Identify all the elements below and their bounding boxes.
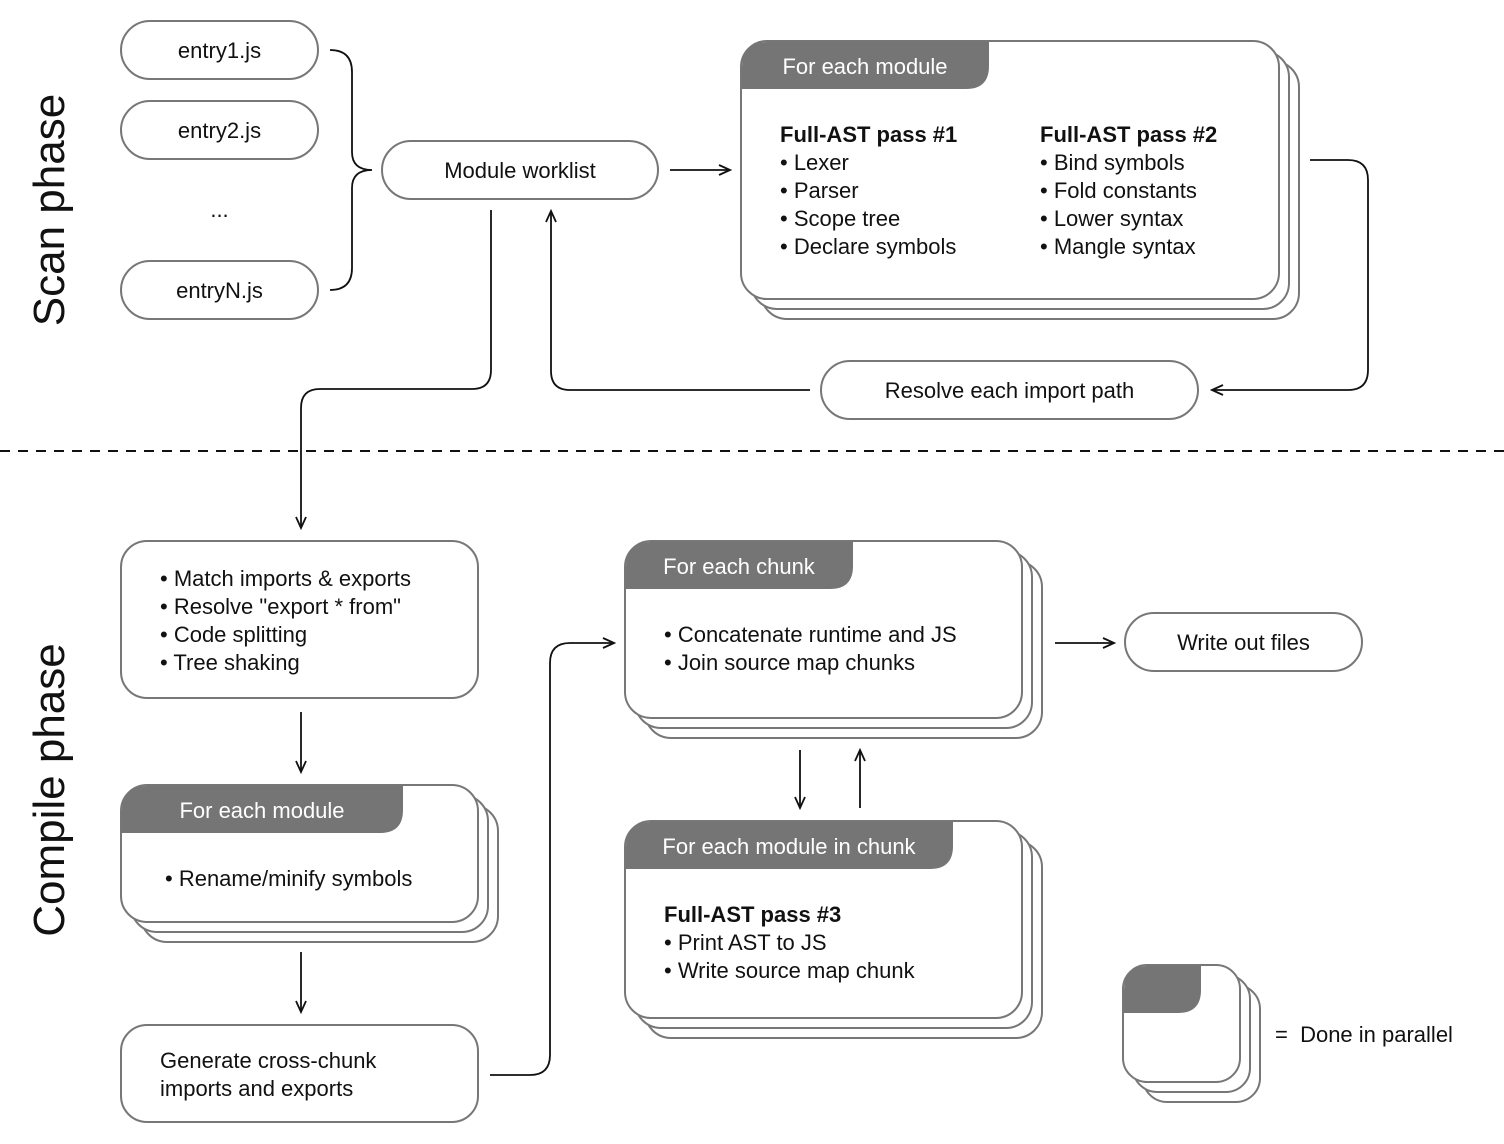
svg-text:Resolve each import path: Resolve each import path [885, 378, 1134, 403]
arrow-module-to-resolve [1212, 159, 1369, 390]
pass2-item: • Lower syntax [1040, 206, 1183, 231]
pass2-item: • Bind symbols [1040, 150, 1185, 175]
pass2-title: Full-AST pass #2 [1040, 122, 1217, 147]
pass1-item: • Scope tree [780, 206, 900, 231]
chunk-module-header: For each module in chunk [662, 834, 916, 859]
arrow-resolve-to-worklist [551, 211, 810, 391]
pass2-item: • Fold constants [1040, 178, 1197, 203]
cross-chunk-box: Generate cross-chunk imports and exports [120, 1024, 479, 1123]
link-item: • Tree shaking [160, 650, 300, 675]
link-step-box: • Match imports & exports • Resolve "exp… [120, 540, 479, 699]
pass1-item: • Declare symbols [780, 234, 956, 259]
pass3-title: Full-AST pass #3 [664, 902, 841, 927]
entry-point-entry1: entry1.js [120, 20, 319, 80]
scan-module-card: For each module Full-AST pass #1 • Lexer… [740, 40, 1300, 320]
link-item: • Code splitting [160, 622, 307, 647]
chunk-card: For each chunk • Concatenate runtime and… [624, 540, 1043, 739]
write-files-node: Write out files [1124, 612, 1363, 672]
module-worklist-node: Module worklist [381, 140, 659, 200]
link-item: • Match imports & exports [160, 566, 411, 591]
chunk-module-card: For each module in chunk Full-AST pass #… [624, 820, 1043, 1039]
parallel-legend: = Done in parallel [1122, 964, 1453, 1103]
svg-text:entry1.js: entry1.js [178, 38, 261, 63]
svg-text:entryN.js: entryN.js [176, 278, 263, 303]
chunk-item: • Concatenate runtime and JS [664, 622, 957, 647]
rename-item: • Rename/minify symbols [165, 866, 412, 891]
svg-text:Write out files: Write out files [1177, 630, 1310, 655]
rename-module-card: For each module • Rename/minify symbols [120, 784, 499, 943]
legend-text: = Done in parallel [1275, 1022, 1453, 1047]
pass2-item: • Mangle syntax [1040, 234, 1196, 259]
scan-phase-label: Scan phase [25, 94, 74, 326]
scan-module-header: For each module [782, 54, 947, 79]
svg-text:entry2.js: entry2.js [178, 118, 261, 143]
rename-module-header: For each module [179, 798, 344, 823]
cross-chunk-line: Generate cross-chunk [160, 1048, 377, 1073]
pass3-item: • Print AST to JS [664, 930, 827, 955]
link-item: • Resolve "export * from" [160, 594, 401, 619]
pass1-title: Full-AST pass #1 [780, 122, 957, 147]
entries-brace [329, 49, 373, 291]
pass1-item: • Lexer [780, 150, 849, 175]
entry-point-entry2: entry2.js [120, 100, 319, 160]
pass1-item: • Parser [780, 178, 859, 203]
svg-text:Module worklist: Module worklist [444, 158, 596, 183]
arrow-worklist-to-compile [301, 210, 492, 528]
arrow-crosschunk-to-chunk [490, 643, 614, 1076]
chunk-item: • Join source map chunks [664, 650, 915, 675]
chunk-header: For each chunk [663, 554, 816, 579]
entry-ellipsis: ... [210, 197, 228, 222]
pass3-item: • Write source map chunk [664, 958, 916, 983]
entry-point-entryN: entryN.js [120, 260, 319, 320]
cross-chunk-line: imports and exports [160, 1076, 353, 1101]
compile-phase-label: Compile phase [25, 643, 74, 937]
resolve-import-node: Resolve each import path [820, 360, 1199, 420]
